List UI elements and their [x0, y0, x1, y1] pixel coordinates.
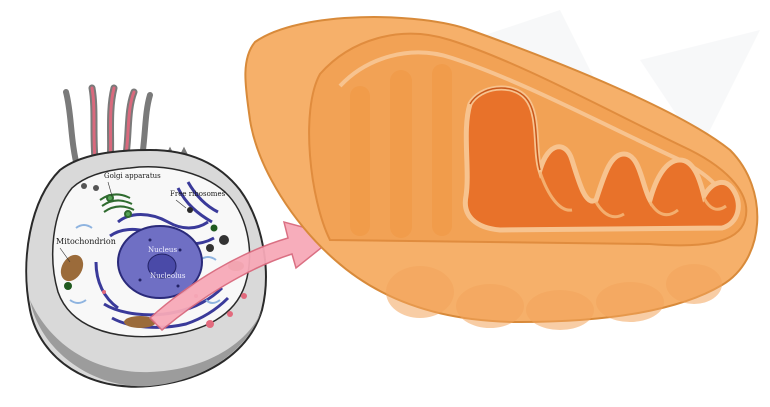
animal-cell: Golgi apparatus Free ribosomes Mitochond…	[26, 88, 266, 387]
label-nucleolus: Nucleolus	[150, 272, 186, 280]
label-golgi: Golgi apparatus	[104, 172, 161, 180]
label-mitochondrion: Mitochondrion	[56, 237, 116, 246]
label-nucleus: Nucleus	[148, 246, 177, 254]
label-free-ribosomes: Free ribosomes	[170, 190, 226, 198]
